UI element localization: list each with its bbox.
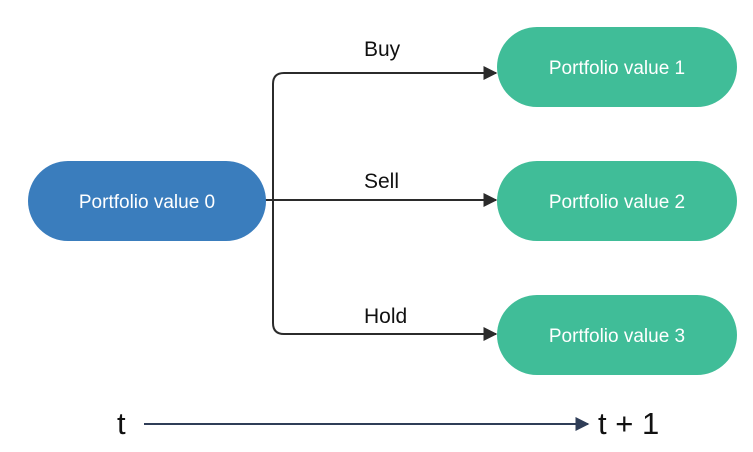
target-node-1-shape xyxy=(497,27,737,107)
target-node-2-label: Portfolio value 2 xyxy=(549,192,685,213)
connector-hold xyxy=(265,199,498,341)
edge-label-hold: Hold xyxy=(364,305,407,328)
source-node: Portfolio value 0 xyxy=(28,161,266,241)
connectors xyxy=(265,66,498,341)
target-node-2: Portfolio value 2 xyxy=(497,161,737,241)
target-node-3-shape xyxy=(497,295,737,375)
timeline-end-label: t + 1 xyxy=(598,406,659,441)
target-node-1-label: Portfolio value 1 xyxy=(549,58,685,79)
edge-label-sell: Sell xyxy=(364,170,399,193)
timeline: t t + 1 xyxy=(117,406,659,441)
connector-buy xyxy=(265,66,498,201)
target-node-2-shape xyxy=(497,161,737,241)
source-node-shape xyxy=(28,161,266,241)
edge-label-buy: Buy xyxy=(364,38,401,61)
source-node-label: Portfolio value 0 xyxy=(79,192,215,213)
target-node-3: Portfolio value 3 xyxy=(497,295,737,375)
target-node-1: Portfolio value 1 xyxy=(497,27,737,107)
target-node-3-label: Portfolio value 3 xyxy=(549,326,685,347)
timeline-start-label: t xyxy=(117,406,126,441)
